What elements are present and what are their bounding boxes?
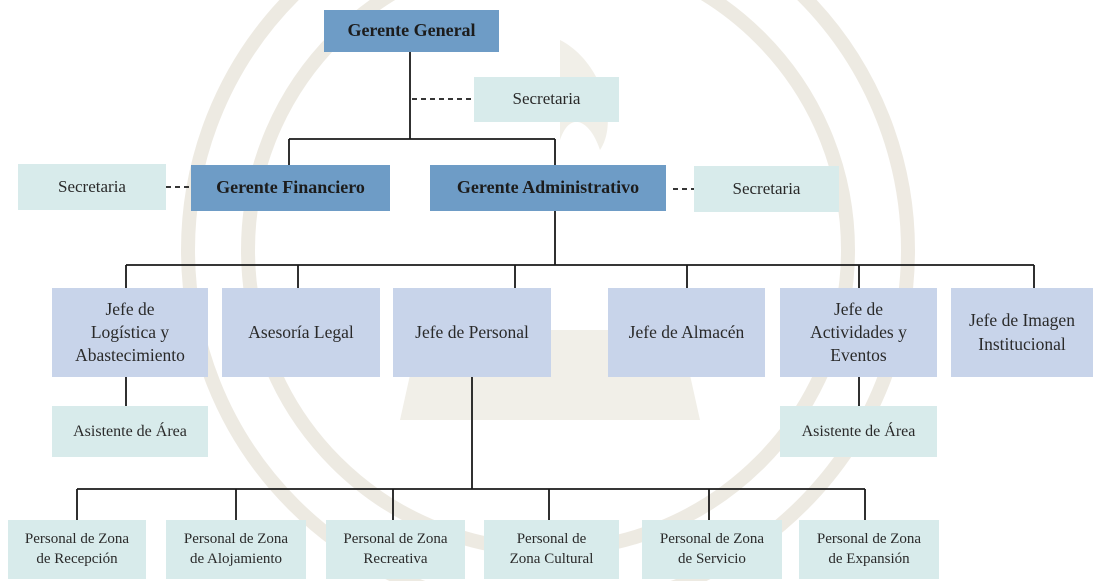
org-node-gerente-general: Gerente General: [324, 10, 499, 52]
node-label: Gerente General: [347, 20, 476, 41]
node-label: Gerente Financiero: [216, 177, 365, 198]
org-node-jefe-actividades: Jefe de Actividades y Eventos: [780, 288, 937, 377]
org-node-secretaria-administrativo: Secretaria: [694, 166, 839, 212]
node-label: Jefe de Logística y Abastecimiento: [75, 298, 185, 366]
org-node-secretaria-general: Secretaria: [474, 77, 619, 122]
org-node-zona-servicio: Personal de Zona de Servicio: [642, 520, 782, 579]
org-node-zona-cultural: Personal de Zona Cultural: [484, 520, 619, 579]
node-label: Secretaria: [58, 176, 126, 196]
org-node-zona-recreativa: Personal de Zona Recreativa: [326, 520, 465, 579]
org-node-asesoria-legal: Asesoría Legal: [222, 288, 380, 377]
org-node-jefe-almacen: Jefe de Almacén: [608, 288, 765, 377]
org-node-asistente-actividades: Asistente de Área: [780, 406, 937, 457]
node-label: Personal de Zona de Servicio: [659, 530, 765, 567]
node-label: Personal de Zona Cultural: [509, 530, 594, 567]
org-node-gerente-financiero: Gerente Financiero: [191, 165, 390, 211]
node-label: Personal de Zona Recreativa: [343, 530, 448, 567]
org-node-jefe-logistica: Jefe de Logística y Abastecimiento: [52, 288, 208, 377]
node-label: Asistente de Área: [801, 422, 916, 440]
node-label: Secretaria: [512, 89, 581, 109]
org-node-gerente-administrativo: Gerente Administrativo: [430, 165, 666, 211]
org-node-zona-recepcion: Personal de Zona de Recepción: [8, 520, 146, 579]
node-label: Asesoría Legal: [248, 321, 354, 342]
node-label: Personal de Zona de Recepción: [24, 530, 130, 567]
node-label: Jefe de Personal: [415, 321, 529, 342]
node-label: Asistente de Área: [73, 422, 187, 440]
node-label: Jefe de Imagen Institucional: [969, 310, 1075, 354]
node-label: Secretaria: [732, 178, 801, 198]
node-label: Personal de Zona de Expansión: [816, 530, 922, 567]
org-node-asistente-logistica: Asistente de Área: [52, 406, 208, 457]
org-node-jefe-imagen: Jefe de Imagen Institucional: [951, 288, 1093, 377]
node-label: Jefe de Actividades y Eventos: [810, 298, 907, 366]
node-label: Gerente Administrativo: [456, 177, 640, 198]
org-node-zona-alojamiento: Personal de Zona de Alojamiento: [166, 520, 306, 579]
node-label: Personal de Zona de Alojamiento: [183, 530, 289, 567]
org-node-secretaria-financiero: Secretaria: [18, 164, 166, 210]
org-node-zona-expansion: Personal de Zona de Expansión: [799, 520, 939, 579]
org-node-jefe-personal: Jefe de Personal: [393, 288, 551, 377]
node-label: Jefe de Almacén: [628, 321, 745, 342]
